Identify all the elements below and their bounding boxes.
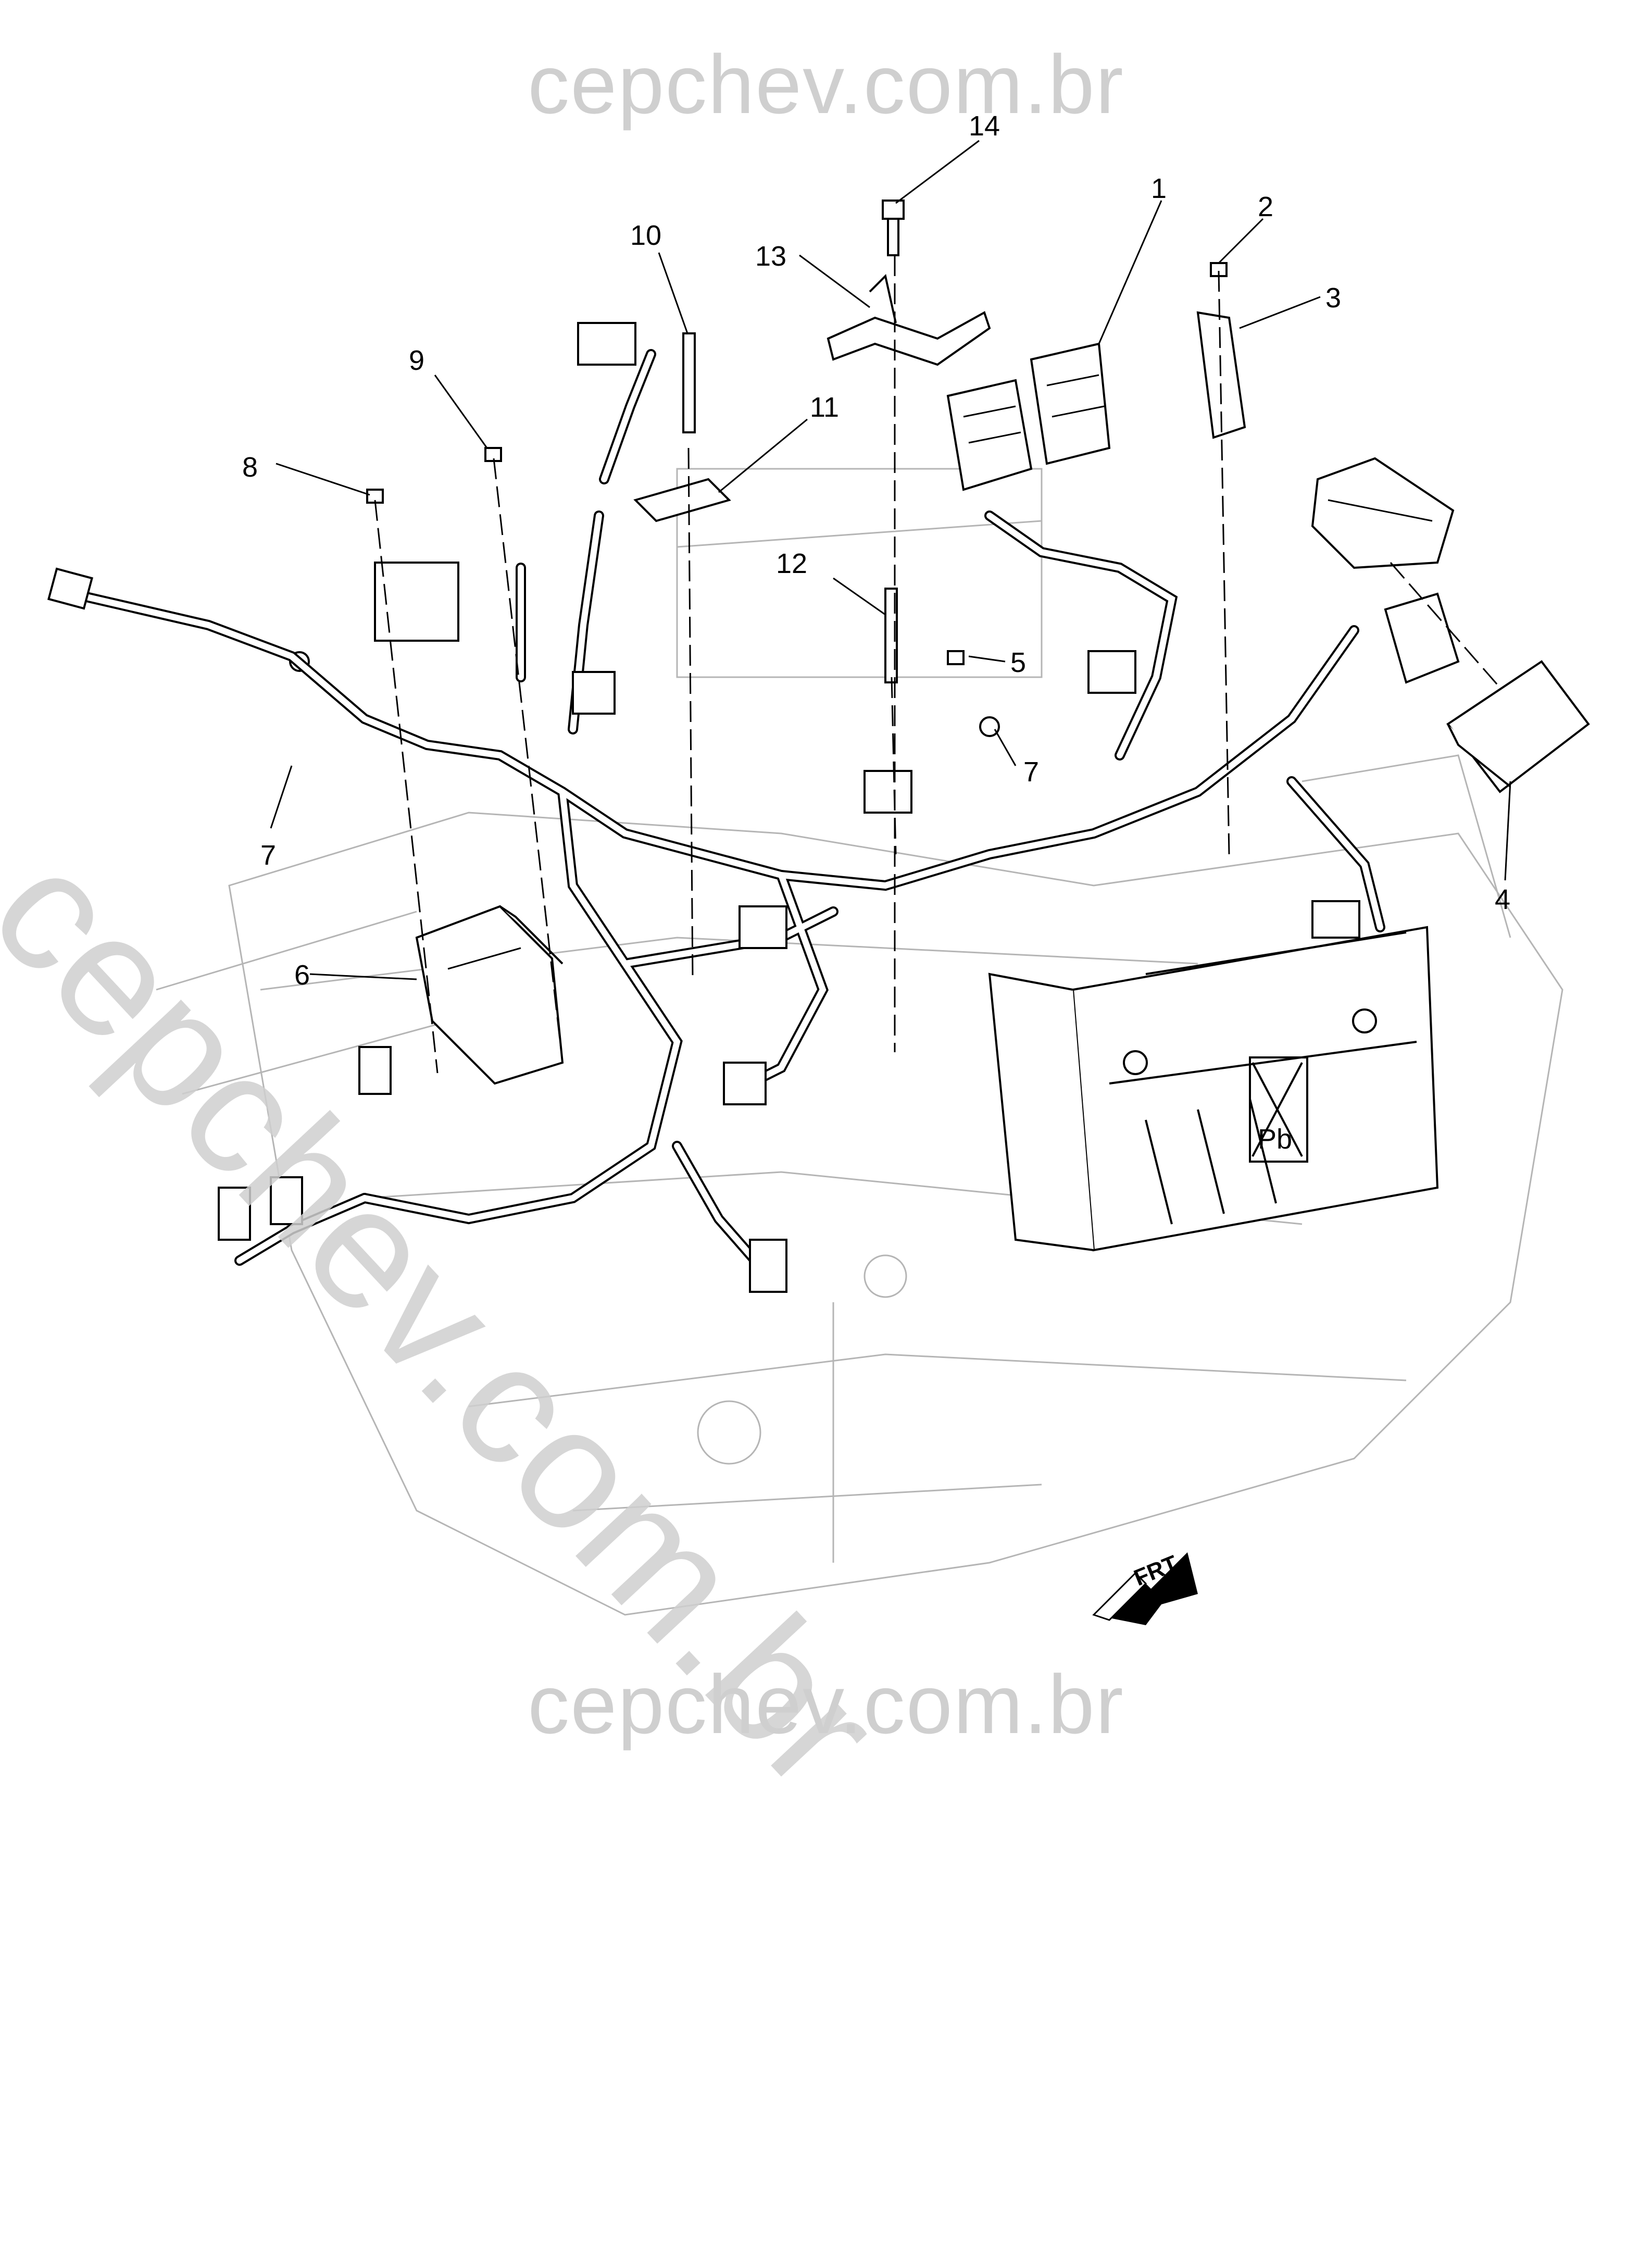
callout-11: 11 — [810, 392, 839, 423]
callout-2: 2 — [1258, 191, 1273, 222]
diagram-canvas: Pb — [0, 38, 1590, 1824]
callout-8: 8 — [242, 452, 258, 483]
alignment-lines — [374, 255, 1501, 1074]
module — [415, 905, 564, 1085]
callout-labels: 1 2 3 4 5 6 7 7 8 9 10 11 12 13 14 — [242, 110, 1510, 991]
callout-1: 1 — [1151, 173, 1167, 204]
callout-7-left: 7 — [260, 840, 276, 871]
callout-7-right: 7 — [1023, 756, 1039, 788]
callout-5: 5 — [1010, 647, 1026, 678]
harness-connectors — [47, 322, 1360, 1293]
connector-cover — [1446, 660, 1590, 793]
callout-12: 12 — [776, 548, 807, 579]
fuse-block-connector — [1311, 457, 1460, 684]
callout-10: 10 — [630, 220, 661, 251]
battery — [988, 926, 1439, 1252]
battery-lead-symbol: Pb — [1258, 1124, 1292, 1155]
leader-lines — [270, 140, 1511, 980]
wiring-harness-diagram: Pb — [47, 110, 1590, 1625]
front-direction-indicator — [1092, 1552, 1198, 1625]
watermark-bottom: cepchev.com.br — [528, 1658, 1124, 1751]
callout-14: 14 — [969, 110, 1000, 142]
callout-3: 3 — [1325, 282, 1341, 314]
callout-6: 6 — [294, 959, 310, 991]
callout-13: 13 — [755, 241, 786, 272]
fasteners — [289, 200, 1228, 737]
watermark-top: cepchev.com.br — [528, 38, 1124, 131]
ecm-connectors — [946, 342, 1111, 491]
engine-bay-background — [156, 468, 1563, 1616]
callout-9: 9 — [409, 345, 424, 376]
callout-4: 4 — [1495, 884, 1510, 915]
harness-wires-inner — [70, 351, 1383, 1264]
brackets — [633, 274, 1246, 522]
